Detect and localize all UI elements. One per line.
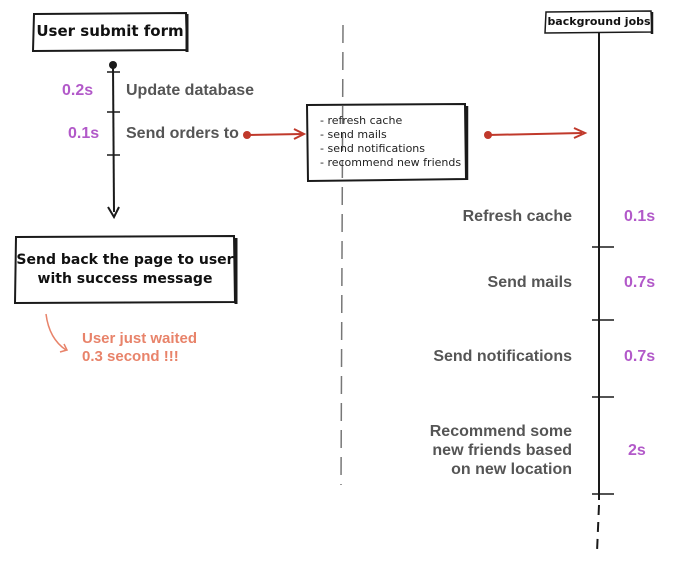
job-time: 0.1s [624, 208, 656, 225]
note-line2: 0.3 second !!! [82, 348, 179, 365]
dashed-divider [340, 24, 344, 486]
left-timeline-arrowhead [107, 206, 120, 220]
step-label: Update database [126, 82, 255, 99]
queue-item: - send notifications [320, 142, 426, 155]
job-label: Send notifications [433, 348, 572, 365]
end-box [13, 234, 237, 305]
note-arrow [45, 313, 67, 351]
job-time: 0.7s [624, 274, 656, 291]
job-label-line: Recommend some [429, 423, 572, 440]
step-time: 0.2s [62, 82, 94, 99]
job-label-line: on new location [451, 461, 572, 478]
right-timeline-dashed [596, 504, 600, 553]
note-line1: User just waited [82, 330, 198, 347]
job-label-line: new friends based [432, 442, 572, 459]
queue-arrow [246, 133, 303, 136]
queue-arrowhead [293, 128, 307, 140]
queue-item: - send mails [320, 128, 387, 141]
jobs-arrowhead [573, 127, 588, 139]
note-arrowhead [59, 343, 69, 353]
step-label: Send orders to [126, 125, 239, 142]
jobs-arrow [487, 132, 583, 136]
end-box-label-line1: Send back the page to user [16, 252, 234, 268]
job-time: 2s [628, 442, 646, 459]
step-time: 0.1s [68, 125, 100, 142]
job-time: 0.7s [624, 348, 656, 365]
queue-item: - recommend new friends [320, 156, 462, 169]
queue-item: - refresh cache [320, 114, 403, 127]
end-box-label-line2: with success message [37, 271, 213, 287]
job-label: Send mails [487, 274, 572, 291]
jobs-title: background jobs [547, 15, 651, 28]
left-timeline [112, 64, 115, 213]
job-label: Refresh cache [462, 208, 572, 225]
start-box-label: User submit form [36, 22, 184, 40]
